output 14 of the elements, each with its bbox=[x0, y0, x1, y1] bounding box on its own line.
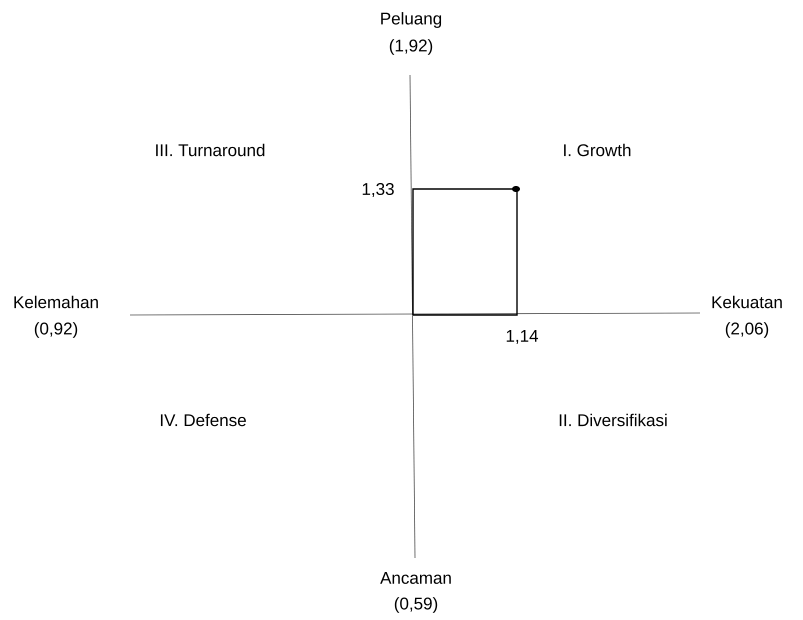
axis-label: Peluang bbox=[381, 12, 442, 28]
axis-value: (2,06) bbox=[726, 322, 768, 338]
quadrant-label: IV. Defense bbox=[160, 414, 246, 426]
axis-label: Kekuatan bbox=[712, 296, 782, 308]
quadrant-label: II. Diversifikasi bbox=[560, 414, 667, 426]
quadrant-label: III. Turnaround bbox=[156, 144, 264, 156]
axis-label: Kelemahan bbox=[14, 296, 98, 308]
value-label: 1,14 bbox=[506, 330, 538, 344]
value-label: 1,33 bbox=[362, 182, 394, 198]
axis-label: Ancaman bbox=[380, 572, 451, 584]
axis-value: (0,59) bbox=[394, 597, 438, 613]
axis-value: (1,92) bbox=[390, 39, 432, 55]
quadrant-label: I. Growth bbox=[564, 144, 630, 156]
axis-value: (0,92) bbox=[34, 322, 78, 338]
